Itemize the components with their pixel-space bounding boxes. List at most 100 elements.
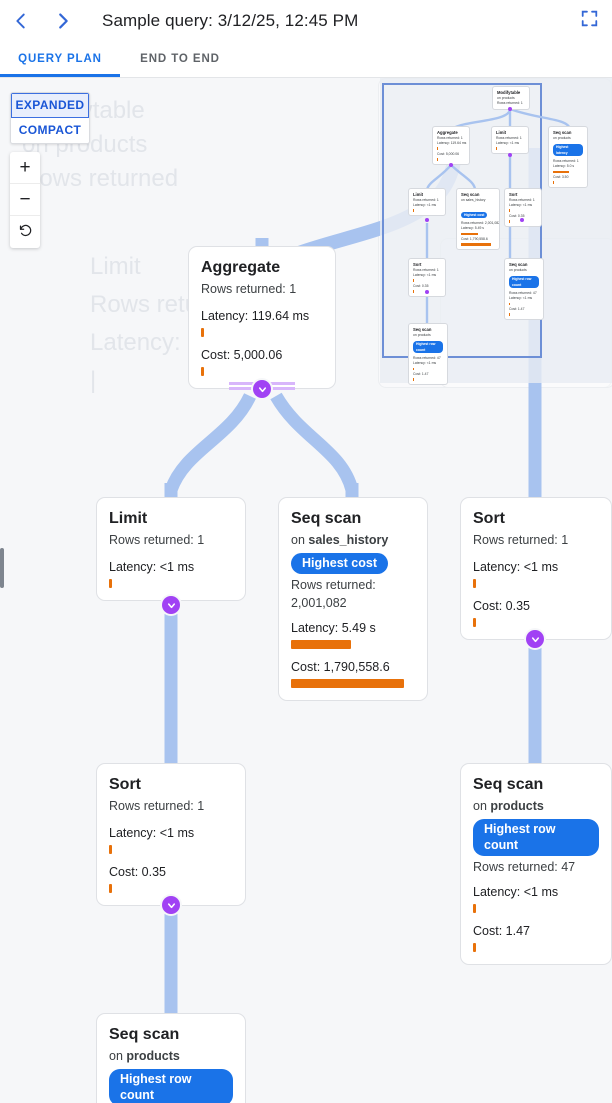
minimap-toggle-sort-right[interactable]: [520, 218, 524, 222]
node-seqscan-products-bottom-title: Seq scan: [109, 1026, 180, 1043]
minimap-node-aggregate[interactable]: Aggregate Rows returned: 1 Latency: 119.…: [432, 126, 470, 165]
minimap-sort-left-line2: Latency: <1 ms: [413, 273, 437, 278]
minimap-toggle-aggregate[interactable]: [449, 163, 453, 167]
canvas-scrollbar[interactable]: [0, 548, 4, 588]
minimap-limit-top-line1: Rows returned: 1: [496, 136, 522, 140]
chevron-down-icon: [257, 384, 268, 395]
minimap[interactable]: Modifytable on products Rows returned: 1…: [380, 78, 612, 385]
minimap-seq-prod-right-title: Seq scan: [509, 262, 528, 267]
minimap-limit-mid-line2: Latency: <1 ms: [413, 203, 437, 208]
minimap-seq-prod-right-line4: Cost: 1.47: [509, 307, 525, 312]
chevron-down-icon: [166, 900, 177, 911]
mode-expanded-option[interactable]: EXPANDED: [11, 93, 89, 118]
status-badge-highest-row-count-bottom: Highest row count: [109, 1069, 233, 1103]
minimap-aggregate-line1: Rows returned: 1: [437, 136, 463, 140]
node-seqscan-sales-latency-bar: [291, 640, 351, 649]
sort-right-collapse-toggle[interactable]: [526, 630, 544, 648]
node-sort-right-rows: Rows returned: 1: [473, 533, 569, 547]
node-seqscan-sales-history[interactable]: Seq scan on sales_history Highest cost R…: [278, 497, 428, 701]
node-limit-title: Limit: [109, 510, 148, 527]
minimap-sort-right-bar: [509, 209, 511, 212]
minimap-seq-latency-line3: Latency: 5.0 s: [553, 164, 575, 169]
status-badge-highest-row-count: Highest row count: [473, 819, 599, 856]
node-sort-right-cost-bar: [473, 618, 476, 627]
minimap-seq-latency-line2: Rows returned: 1: [553, 159, 579, 164]
minimap-seq-latency-title: Seq scan: [553, 130, 572, 135]
limit-collapse-toggle[interactable]: [162, 596, 180, 614]
minimap-seq-prod-right-bar2: [509, 313, 511, 316]
node-seqscan-products-right-cost: Cost: 1.47: [473, 924, 530, 938]
table-name: sales_history: [308, 533, 389, 547]
zoom-controls[interactable]: + −: [10, 152, 40, 248]
minimap-limit-mid-title: Limit: [413, 192, 424, 197]
minimap-seq-latency-line1: on products: [553, 136, 571, 140]
mode-compact-option[interactable]: COMPACT: [11, 118, 89, 143]
minimap-sort-left-line3: Cost: 0.35: [413, 284, 429, 288]
minimap-node-limit-top[interactable]: Limit Rows returned: 1 Latency: <1 ms: [491, 126, 529, 154]
node-sort-left-latency: Latency: <1 ms: [109, 826, 195, 840]
node-seqscan-sales-latency: Latency: 5.49 s: [291, 621, 376, 635]
minimap-seq-prod-bottom-line1: on products: [413, 333, 431, 337]
plan-canvas[interactable]: Modifytable on products Rows returned Li…: [0, 78, 612, 1103]
node-aggregate-rows: Rows returned: 1: [201, 282, 297, 296]
layout-mode-switch[interactable]: EXPANDED COMPACT: [10, 92, 90, 144]
node-aggregate[interactable]: Aggregate Rows returned: 1 Latency: 119.…: [188, 246, 336, 389]
minimap-toggle-sort-left[interactable]: [425, 290, 429, 294]
minimap-node-seq-latency[interactable]: Seq scan on products Highest latency Row…: [548, 126, 588, 188]
status-badge-highest-cost: Highest cost: [291, 553, 389, 574]
forward-button[interactable]: [42, 0, 84, 41]
edge-aggregate-to-limit: [164, 392, 256, 493]
minimap-node-root[interactable]: Modifytable on products Rows returned: 1: [492, 86, 530, 111]
zoom-reset-button[interactable]: [10, 216, 40, 248]
node-seqscan-sales-rows: Rows returned: 2,001,082: [291, 578, 376, 610]
minimap-node-seq-products-bottom[interactable]: Seq scan on products Highest row count R…: [408, 323, 448, 385]
node-limit-latency-bar: [109, 579, 112, 588]
sort-left-collapse-toggle[interactable]: [162, 896, 180, 914]
page-title: Sample query: 3/12/25, 12:45 PM: [102, 10, 359, 30]
minimap-toggle-limit-mid[interactable]: [425, 218, 429, 222]
on-prefix: on: [473, 799, 491, 813]
aggregate-collapse-toggle[interactable]: [253, 380, 271, 398]
node-limit-latency: Latency: <1 ms: [109, 560, 195, 574]
node-seqscan-products-right[interactable]: Seq scan on products Highest row count R…: [460, 763, 612, 965]
minimap-root-title: Modifytable: [497, 90, 521, 95]
app-header: Sample query: 3/12/25, 12:45 PM: [0, 0, 612, 41]
tab-end-to-end[interactable]: END TO END: [120, 41, 240, 77]
minimap-seq-sales-line1: on sales_history: [461, 198, 486, 202]
minimap-seq-sales-badge: Highest cost: [461, 212, 488, 219]
fullscreen-button[interactable]: [566, 0, 612, 41]
minimap-seq-prod-bottom-bar2: [413, 378, 415, 381]
node-limit[interactable]: Limit Rows returned: 1 Latency: <1 ms: [96, 497, 246, 601]
minimap-seq-latency-bar2: [553, 181, 555, 184]
node-aggregate-latency: Latency: 119.64 ms: [201, 309, 310, 323]
tab-query-plan[interactable]: QUERY PLAN: [0, 41, 120, 77]
zoom-out-button[interactable]: −: [10, 184, 40, 216]
node-sort-left-title: Sort: [109, 776, 141, 793]
minimap-sort-right-bar2: [509, 220, 511, 223]
node-sort-left[interactable]: Sort Rows returned: 1 Latency: <1 ms Cos…: [96, 763, 246, 906]
node-seqscan-products-bottom[interactable]: Seq scan on products Highest row count R…: [96, 1013, 246, 1103]
minimap-seq-prod-right-badge: Highest row count: [509, 276, 539, 289]
node-sort-right[interactable]: Sort Rows returned: 1 Latency: <1 ms Cos…: [460, 497, 612, 640]
node-aggregate-title: Aggregate: [201, 259, 281, 276]
minimap-node-seq-products-right[interactable]: Seq scan on products Highest row count R…: [504, 258, 544, 320]
minimap-toggle-limit-top[interactable]: [508, 153, 512, 157]
minimap-seq-sales-bar: [461, 232, 478, 236]
zoom-in-button[interactable]: +: [10, 152, 40, 184]
tab-query-plan-label: QUERY PLAN: [18, 53, 102, 65]
minimap-node-seq-sales[interactable]: Seq scan on sales_history Highest cost R…: [456, 188, 500, 250]
node-seqscan-products-right-cost-bar: [473, 943, 476, 952]
minimap-toggle-root[interactable]: [508, 107, 512, 111]
back-button[interactable]: [0, 0, 42, 41]
minimap-seq-latency-badge: Highest latency: [553, 144, 583, 157]
minimap-seq-sales-bar2: [461, 243, 491, 246]
minimap-aggregate-bar1: [437, 147, 439, 150]
minimap-node-limit-mid[interactable]: Limit Rows returned: 1 Latency: <1 ms: [408, 188, 446, 216]
minimap-seq-prod-right-line1: on products: [509, 268, 527, 272]
minimap-sort-left-bar: [413, 279, 415, 282]
minimap-seq-prod-bottom-line4: Cost: 1.47: [413, 372, 429, 377]
node-sort-left-cost-bar: [109, 884, 112, 893]
minimap-sort-right-line2: Latency: <1 ms: [509, 203, 533, 208]
node-seqscan-sales-title: Seq scan: [291, 510, 362, 527]
minimap-seq-prod-bottom-badge: Highest row count: [413, 341, 443, 354]
